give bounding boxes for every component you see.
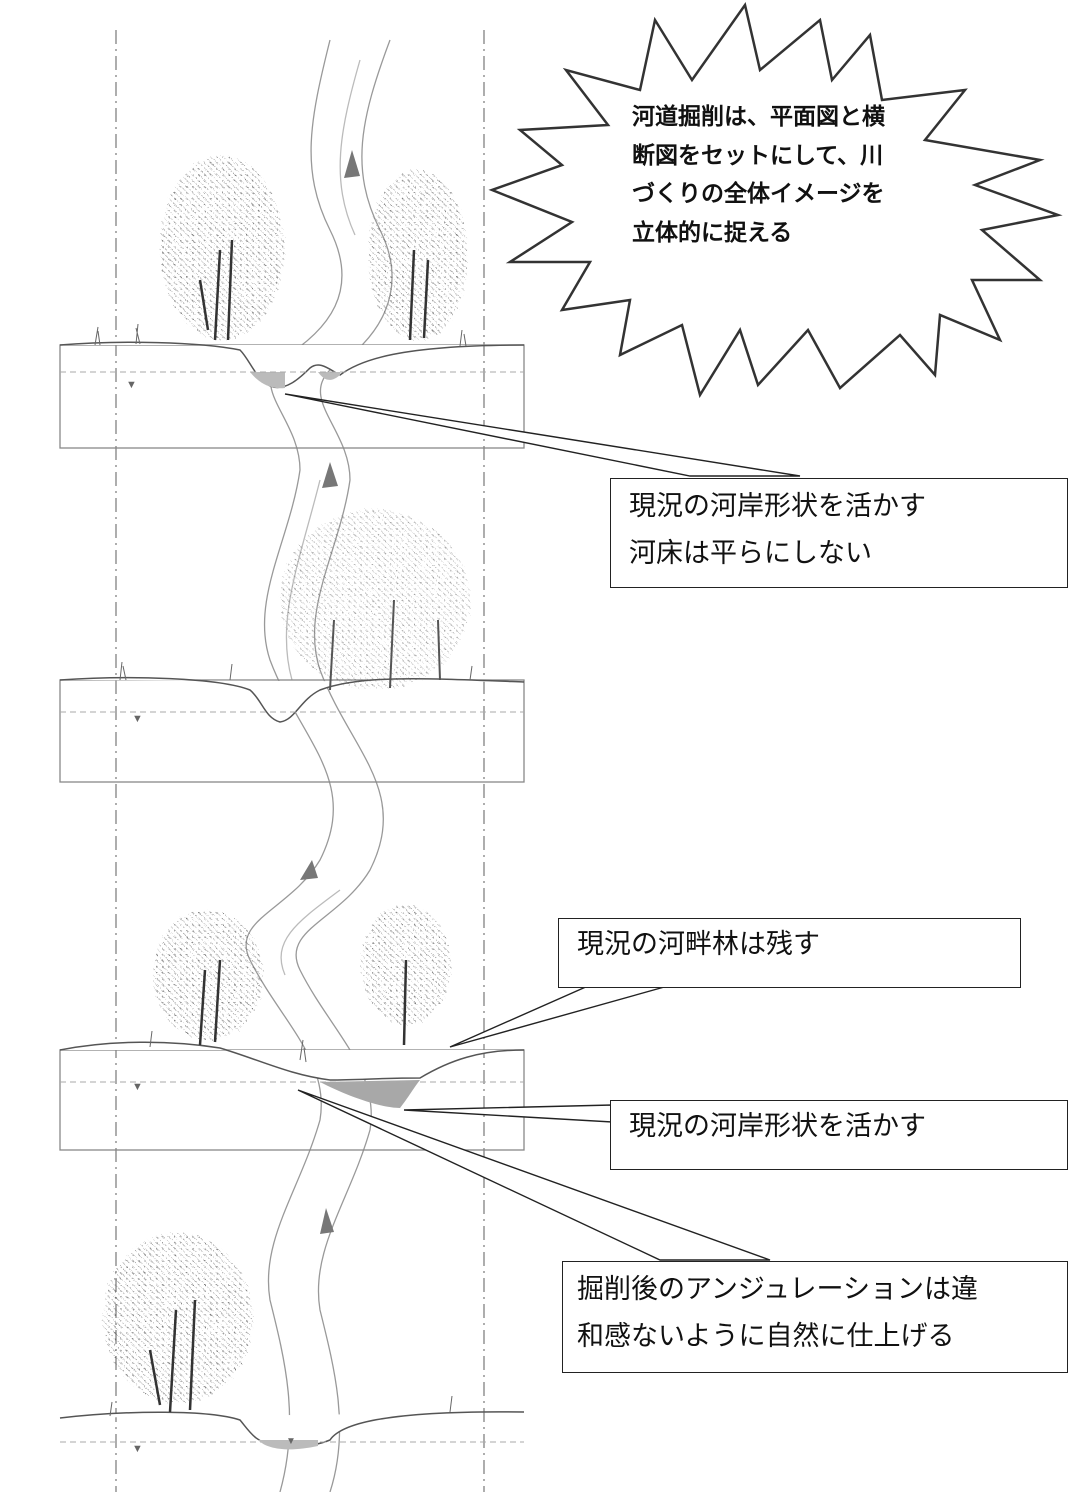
burst-line-2: 断図をセットにして、川 — [632, 142, 884, 169]
burst-callout-text: 河道掘削は、平面図と横 断図をセットにして、川 づくりの全体イメージを 立体的に… — [632, 98, 885, 252]
trees — [103, 156, 470, 1413]
tree-2a — [280, 510, 470, 691]
cross-section-2: ▼ — [59, 676, 525, 783]
callout-bank-shape-top-line-2: 河床は平らにしない — [629, 538, 872, 569]
callout-bank-shape-mid: 現況の河岸形状を活かす — [610, 1100, 1068, 1170]
leader-lines — [284, 393, 801, 1261]
callout-bank-shape-top-line-1: 現況の河岸形状を活かす — [629, 491, 926, 522]
cross-section-1: ▼ — [59, 341, 525, 449]
callout-riparian-forest: 現況の河畔林は残す — [558, 918, 1021, 988]
tree-3b — [361, 905, 451, 1046]
guide-lines — [115, 30, 485, 1492]
svg-text:▼: ▼ — [286, 1436, 296, 1447]
svg-text:▼: ▼ — [132, 713, 143, 725]
svg-text:▼: ▼ — [132, 1081, 143, 1093]
grass — [94, 323, 473, 1417]
tree-1b — [368, 170, 468, 341]
callout-undulation: 掘削後のアンジュレーションは違 和感ないように自然に仕上げる — [562, 1261, 1068, 1373]
starburst-shape — [488, 1, 1063, 399]
burst-line-3: づくりの全体イメージを — [632, 181, 885, 207]
callout-undulation-line-2: 和感ないように自然に仕上げる — [577, 1321, 955, 1352]
callout-riparian-forest-line-1: 現況の河畔林は残す — [577, 929, 820, 960]
tree-1a — [160, 156, 284, 341]
tree-3a — [153, 910, 263, 1046]
burst-line-1: 河道掘削は、平面図と横 — [632, 104, 885, 130]
burst-line-4: 立体的に捉える — [632, 219, 793, 246]
tree-4a — [103, 1233, 253, 1413]
callout-undulation-line-1: 掘削後のアンジュレーションは違 — [577, 1274, 978, 1305]
callout-bank-shape-top: 現況の河岸形状を活かす 河床は平らにしない — [610, 478, 1068, 588]
cross-section-4: ▼ ▼ — [59, 1411, 525, 1455]
flow-arrows — [300, 150, 360, 1234]
svg-text:▼: ▼ — [132, 1443, 143, 1455]
callout-bank-shape-mid-line-1: 現況の河岸形状を活かす — [629, 1111, 926, 1142]
cross-section-3: ▼ — [59, 1041, 525, 1151]
svg-text:▼: ▼ — [126, 379, 137, 391]
